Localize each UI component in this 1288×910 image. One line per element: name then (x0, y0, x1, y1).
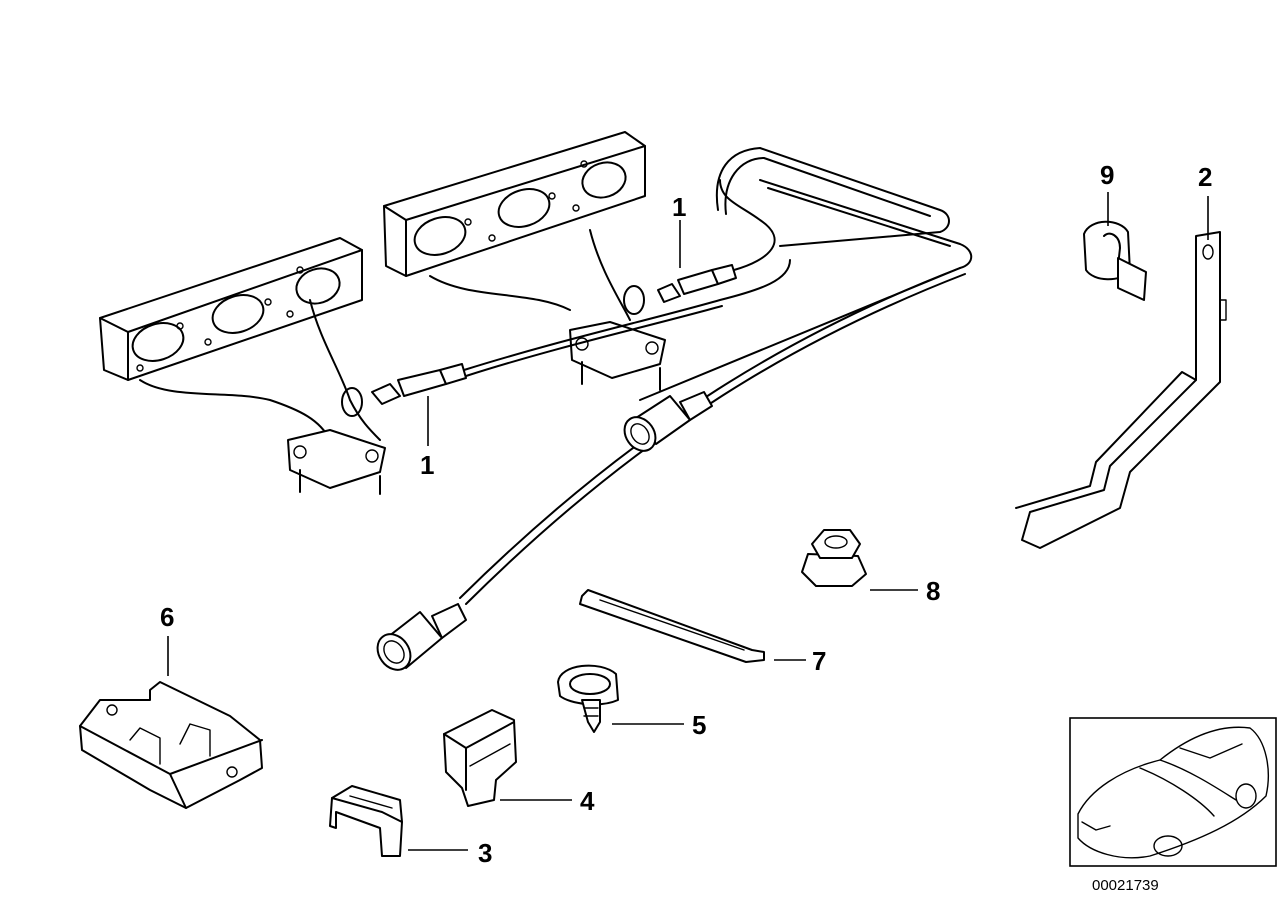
callout-7: 7 (812, 646, 826, 676)
callout-1-lower: 1 (420, 450, 434, 480)
callout-2: 2 (1198, 162, 1212, 192)
exhaust-manifold-right (383, 131, 666, 391)
diagram-reference-number: 00021739 (1092, 877, 1159, 894)
callout-8: 8 (926, 576, 940, 606)
clip-9 (1083, 220, 1147, 301)
leader-lines (167, 192, 1209, 851)
callout-1-upper: 1 (672, 192, 686, 222)
callouts: 1 1 2 3 4 5 6 7 8 9 (160, 160, 1212, 868)
callout-5: 5 (692, 710, 706, 740)
wiring-harness (459, 147, 973, 605)
callout-6: 6 (160, 602, 174, 632)
callout-3: 3 (478, 838, 492, 868)
oxygen-sensor-lower (371, 259, 791, 405)
callout-4: 4 (580, 786, 595, 816)
oxygen-sensor-upper (657, 179, 776, 303)
vehicle-thumbnail (1069, 717, 1277, 867)
cover-6 (79, 681, 263, 809)
cap-3 (329, 785, 403, 857)
callout-9: 9 (1100, 160, 1114, 190)
cable-tie (579, 589, 765, 663)
plug-connector-upper (623, 391, 713, 452)
bracket (1015, 231, 1227, 549)
exhaust-manifold-left (99, 237, 386, 495)
holder-4 (443, 709, 517, 807)
collar-nut (801, 529, 867, 587)
plug-connector-lower (376, 603, 467, 671)
cable-clamp (557, 664, 619, 733)
